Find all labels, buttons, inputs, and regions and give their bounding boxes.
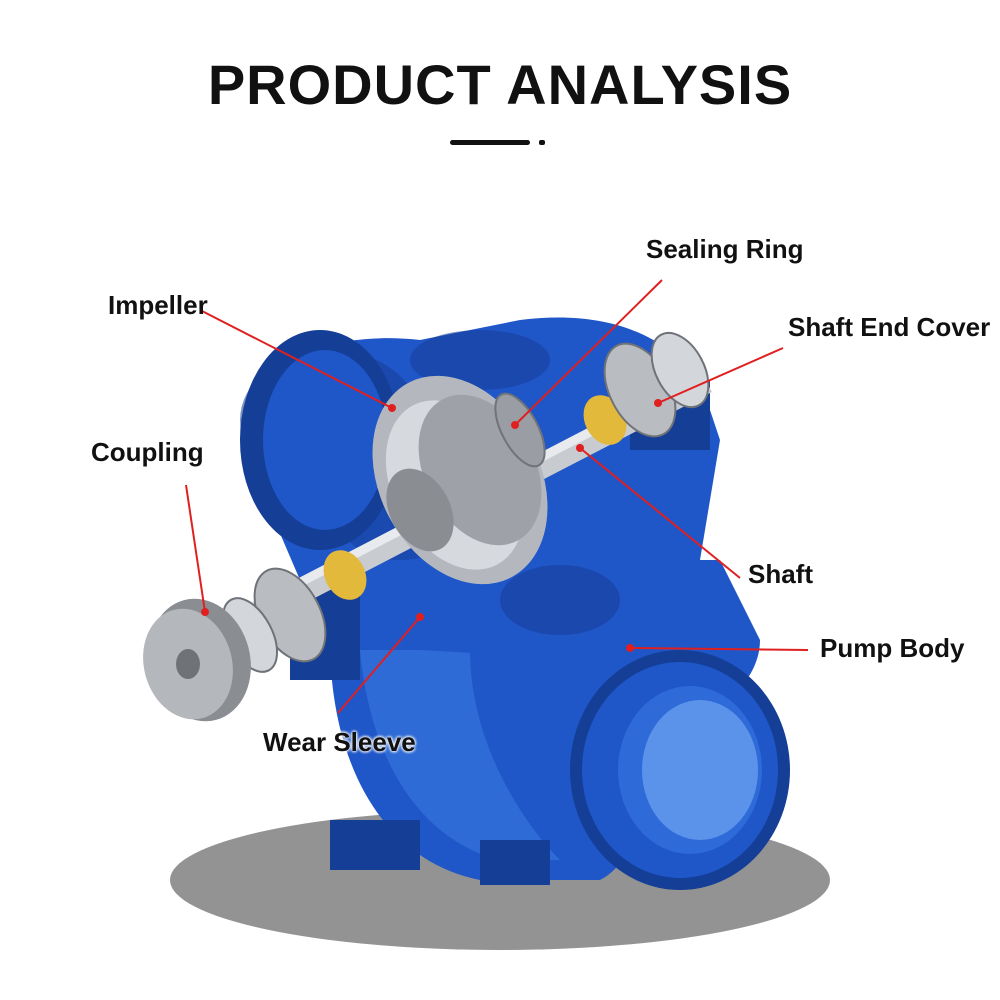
leader-dot-pump-body <box>626 644 634 652</box>
leader-dot-impeller <box>388 404 396 412</box>
label-impeller: Impeller <box>108 290 208 320</box>
leader-dot-coupling <box>201 608 209 616</box>
title-divider <box>450 140 530 145</box>
label-shaft-end-cover: Shaft End Cover <box>788 312 991 342</box>
leader-dot-shaft <box>576 444 584 452</box>
suction-flange <box>240 330 400 550</box>
leader-sealing-ring <box>514 279 663 426</box>
leader-dot-wear-sleeve <box>416 613 424 621</box>
discharge-flange <box>570 650 790 890</box>
leader-dot-sealing-ring <box>511 421 519 429</box>
coupling <box>143 598 251 722</box>
leader-dots <box>201 399 662 652</box>
title-divider-dot <box>539 140 545 145</box>
leader-pump-body <box>629 647 809 651</box>
leader-wear-sleeve <box>337 616 421 714</box>
leader-shaft-end-cover <box>657 347 784 404</box>
shaft-end-cover <box>650 331 710 409</box>
sealing-ring <box>494 392 546 468</box>
wear-sleeve-left <box>323 550 367 600</box>
label-shaft: Shaft <box>748 559 813 589</box>
label-coupling: Coupling <box>91 437 204 467</box>
leader-dot-shaft-end-cover <box>654 399 662 407</box>
label-pump-body: Pump Body <box>820 633 965 663</box>
label-sealing-ring: Sealing Ring <box>646 234 804 264</box>
leader-shaft <box>579 447 741 579</box>
leader-coupling <box>185 484 206 613</box>
leader-impeller <box>199 309 393 409</box>
leader-lines <box>185 279 809 714</box>
page-title: PRODUCT ANALYSIS <box>207 53 793 116</box>
label-wear-sleeve: Wear Sleeve <box>263 727 416 757</box>
